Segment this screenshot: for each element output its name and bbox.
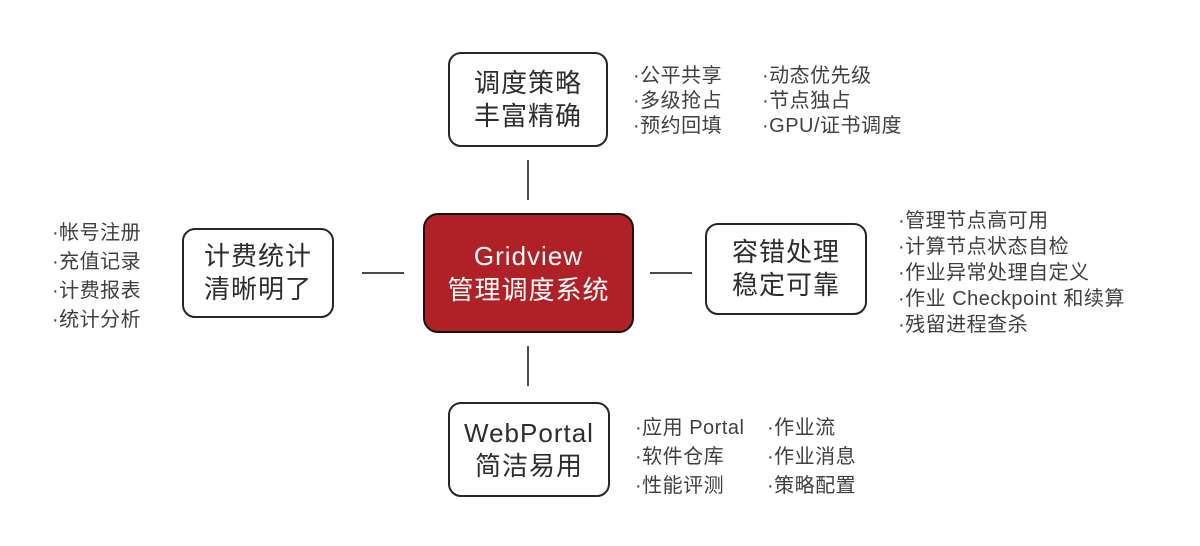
bullet-item: ·节点独占 bbox=[762, 90, 852, 112]
bullet-item: ·充值记录 bbox=[52, 251, 142, 273]
node-title-line: 丰富精确 bbox=[473, 100, 582, 131]
bullet-item: ·多级抢占 bbox=[633, 90, 723, 112]
bullet-item: ·GPU/证书调度 bbox=[762, 115, 903, 137]
node-title-line: 简洁易用 bbox=[474, 450, 583, 481]
bullet-item: ·性能评测 bbox=[635, 475, 725, 497]
center-title-zh: 管理调度系统 bbox=[447, 275, 610, 305]
bullet-item: ·应用 Portal bbox=[635, 417, 745, 439]
connector-right bbox=[650, 272, 692, 274]
bullet-list-scheduling-col2: ·动态优先级 ·节点独占 ·GPU/证书调度 bbox=[762, 64, 902, 139]
center-title-en: Gridview bbox=[473, 241, 584, 271]
bullet-item: ·作业 Checkpoint 和续算 bbox=[898, 288, 1125, 310]
bullet-item: ·策略配置 bbox=[767, 475, 857, 497]
bullet-list-billing: ·帐号注册 ·充值记录 ·计费报表 ·统计分析 bbox=[52, 219, 141, 335]
bullet-item: ·计费报表 bbox=[52, 280, 142, 302]
node-billing: 计费统计 清晰明了 bbox=[182, 228, 334, 318]
node-webportal: WebPortal 简洁易用 bbox=[448, 402, 610, 497]
bullet-item: ·作业流 bbox=[767, 417, 836, 439]
center-node-gridview: Gridview 管理调度系统 bbox=[423, 213, 634, 333]
node-title-line: WebPortal bbox=[464, 417, 594, 448]
node-title-line: 调度策略 bbox=[473, 67, 582, 98]
bullet-item: ·作业异常处理自定义 bbox=[898, 262, 1090, 284]
node-scheduling-policy: 调度策略 丰富精确 bbox=[448, 52, 608, 147]
connector-bottom bbox=[527, 346, 529, 386]
bullet-item: ·预约回填 bbox=[633, 115, 723, 137]
bullet-item: ·帐号注册 bbox=[52, 222, 142, 244]
bullet-item: ·残留进程查杀 bbox=[898, 314, 1029, 336]
bullet-list-fault-tolerance: ·管理节点高可用 ·计算节点状态自检 ·作业异常处理自定义 ·作业 Checkp… bbox=[898, 208, 1125, 338]
node-title-line: 清晰明了 bbox=[203, 274, 312, 304]
node-title-line: 稳定可靠 bbox=[731, 270, 840, 300]
bullet-item: ·管理节点高可用 bbox=[898, 210, 1049, 232]
connector-left bbox=[362, 272, 404, 274]
bullet-item: ·软件仓库 bbox=[635, 446, 725, 468]
bullet-item: ·作业消息 bbox=[767, 446, 857, 468]
bullet-item: ·统计分析 bbox=[52, 309, 142, 331]
bullet-item: ·计算节点状态自检 bbox=[898, 236, 1070, 258]
node-title-line: 计费统计 bbox=[203, 241, 312, 271]
bullet-list-scheduling-col1: ·公平共享 ·多级抢占 ·预约回填 bbox=[633, 64, 722, 139]
node-title-line: 容错处理 bbox=[731, 237, 840, 267]
bullet-list-webportal-col2: ·作业流 ·作业消息 ·策略配置 bbox=[767, 414, 856, 501]
bullet-list-webportal-col1: ·应用 Portal ·软件仓库 ·性能评测 bbox=[635, 414, 744, 501]
connector-top bbox=[527, 160, 529, 200]
bullet-item: ·动态优先级 bbox=[762, 65, 872, 87]
bullet-item: ·公平共享 bbox=[633, 65, 723, 87]
node-fault-tolerance: 容错处理 稳定可靠 bbox=[705, 223, 867, 315]
